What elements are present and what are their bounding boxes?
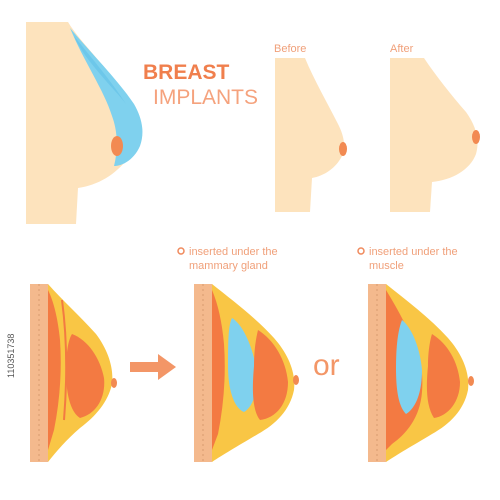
cross-section-natural — [30, 284, 117, 462]
note-muscle-line1: inserted under the — [369, 246, 458, 258]
nipple — [293, 375, 299, 385]
before-silhouette — [275, 58, 347, 212]
before-label: Before — [274, 43, 306, 55]
nipple — [111, 378, 117, 388]
nipple — [111, 136, 123, 156]
stock-id-number: 110351738 — [6, 333, 16, 378]
mammary-gland — [66, 334, 105, 418]
rib-wall — [368, 284, 386, 462]
title-implants: IMPLANTS — [153, 86, 258, 109]
note-muscle: inserted under the muscle — [357, 246, 458, 272]
implant-shape — [228, 318, 257, 412]
muscle-layer — [48, 290, 61, 450]
note-mammary-line2: mammary gland — [189, 260, 268, 272]
after-nipple — [472, 130, 480, 144]
nipple — [468, 376, 474, 386]
torso-with-implant — [26, 22, 139, 224]
before-nipple — [339, 142, 347, 156]
note-muscle-line2: muscle — [369, 260, 404, 272]
bullet-circle-icon — [357, 247, 365, 255]
cross-section-submuscular — [368, 284, 474, 462]
bullet-circle-icon — [177, 247, 185, 255]
after-silhouette — [390, 58, 480, 212]
after-torso — [390, 58, 478, 212]
muscle-line — [61, 299, 68, 421]
note-mammary: inserted under the mammary gland — [177, 246, 278, 272]
rib-wall — [30, 284, 48, 462]
rib-wall — [194, 284, 212, 462]
cross-section-subglandular — [194, 284, 299, 462]
implant-shape — [396, 320, 422, 414]
after-label: After — [390, 43, 414, 55]
muscle-layer — [212, 290, 225, 450]
note-mammary-line1: inserted under the — [189, 246, 278, 258]
before-torso — [275, 58, 345, 212]
mammary-gland — [426, 334, 460, 418]
or-separator: or — [313, 349, 340, 382]
implant-shape — [70, 28, 143, 166]
right-arrow-icon — [130, 354, 176, 380]
implant-highlight — [74, 36, 126, 104]
title-breast: BREAST — [143, 61, 230, 84]
side-view-with-implant — [26, 22, 143, 224]
mammary-gland — [252, 330, 288, 420]
